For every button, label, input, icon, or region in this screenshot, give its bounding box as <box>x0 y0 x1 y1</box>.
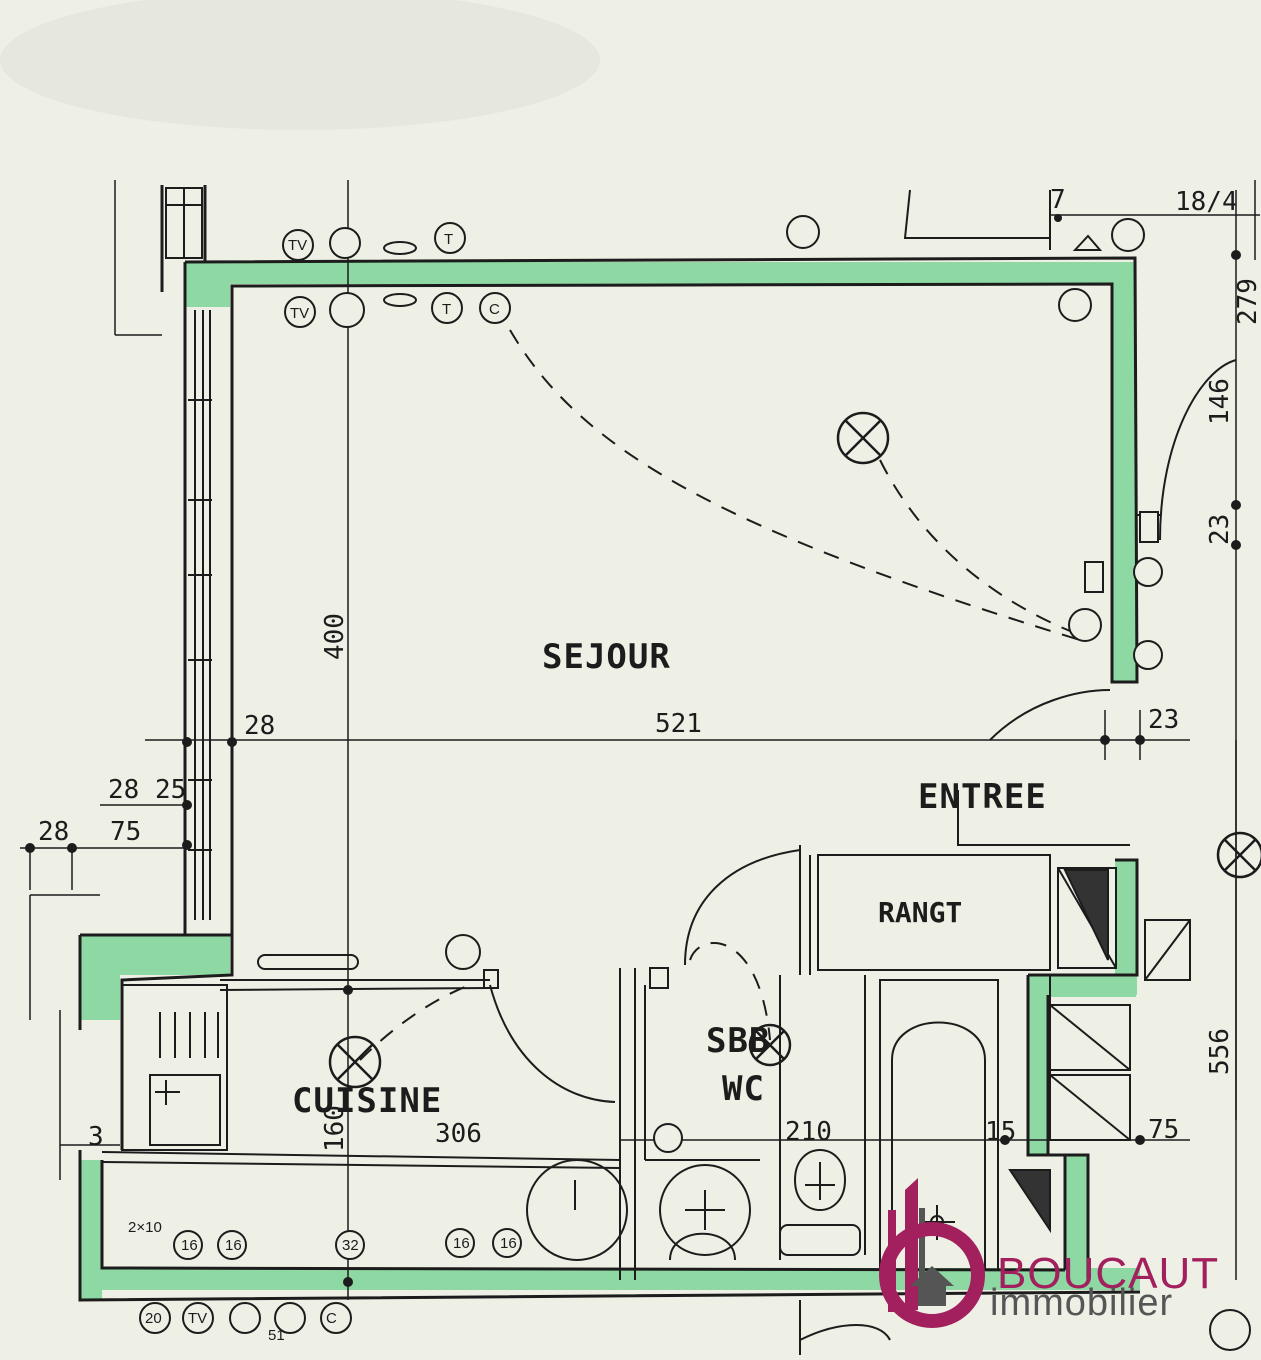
dimension-ticks <box>25 214 1241 1287</box>
kitchen-fixtures <box>101 954 628 1261</box>
dimension-right-door: 146 <box>1205 378 1235 425</box>
room-label-cuisine: CUISINE <box>292 1081 442 1121</box>
dimension-28-c: 28 <box>38 817 69 847</box>
ceiling-light-icon <box>836 411 890 465</box>
brand-logo: BOUCAUT immobilier <box>879 1178 1219 1328</box>
dimension-sejour-width: 521 <box>655 709 702 739</box>
bottom-cable-label: C <box>326 1310 337 1327</box>
dimension-cuisine-depth: 160 <box>320 1105 350 1152</box>
tv-socket-label-top: TV <box>288 237 307 254</box>
outlet-2x10-label: 2×10 <box>128 1219 162 1236</box>
bottom-51-label: 51 <box>268 1327 285 1344</box>
room-label-sdb: SBB <box>706 1021 770 1061</box>
kitchen-light-icon <box>328 1035 382 1089</box>
dimension-15: 15 <box>985 1117 1016 1147</box>
left-window <box>188 310 212 920</box>
brand-subtitle: immobilier <box>990 1282 1173 1324</box>
dimension-total-depth: 556 <box>1205 1028 1235 1075</box>
cable-socket-label: C <box>489 301 500 318</box>
walls <box>78 185 1141 1302</box>
bathroom-fixtures <box>645 854 1191 1355</box>
doors <box>489 189 1237 1280</box>
dimension-28-b: 28 <box>108 775 139 805</box>
brand-name: BOUCAUT <box>997 1249 1219 1298</box>
outlet-16-label-1: 16 <box>181 1237 198 1254</box>
outlet-32-label: 32 <box>342 1237 359 1254</box>
dimension-right-small: 23 <box>1205 514 1235 545</box>
entree-light-icon <box>1216 831 1261 879</box>
outlet-16-label-3: 16 <box>453 1235 470 1252</box>
bottom-socket-label-1: 20 <box>145 1310 162 1327</box>
dimension-cuisine-width: 306 <box>435 1119 482 1149</box>
room-label-wc: WC <box>722 1069 765 1109</box>
dimension-75-a: 75 <box>110 817 141 847</box>
dimension-sdb-width: 210 <box>785 1117 832 1147</box>
phone-socket-label: T <box>442 301 451 318</box>
dimension-top-right: 18/4 <box>1175 187 1238 217</box>
room-label-entree: ENTREE <box>918 777 1047 817</box>
bottom-tv-label: TV <box>188 1310 207 1327</box>
dimension-75-b: 75 <box>1148 1115 1179 1145</box>
outlet-16-label-4: 16 <box>500 1235 517 1252</box>
outlet-16-label-2: 16 <box>225 1237 242 1254</box>
room-label-rangt: RANGT <box>878 896 962 929</box>
dimension-sejour-depth: 400 <box>320 613 350 660</box>
electrical-symbols <box>139 215 1251 1351</box>
dimension-25: 25 <box>155 775 186 805</box>
top-left-pillar <box>165 187 203 259</box>
logo-mark <box>879 1178 985 1328</box>
room-label-sejour: SEJOUR <box>542 637 671 677</box>
dimension-lines <box>20 180 1260 1300</box>
switch-wiring <box>359 329 1081 1061</box>
dimension-3: 3 <box>88 1122 104 1152</box>
dimension-right-top: 279 <box>1233 278 1261 325</box>
tv-socket-label: TV <box>290 305 309 322</box>
dimension-28-a: 28 <box>244 711 275 741</box>
dimension-top-right-small: 7 <box>1050 185 1066 215</box>
dimension-23: 23 <box>1148 705 1179 735</box>
phone-socket-label-top: T <box>444 231 453 248</box>
paper-shadow <box>0 0 600 130</box>
